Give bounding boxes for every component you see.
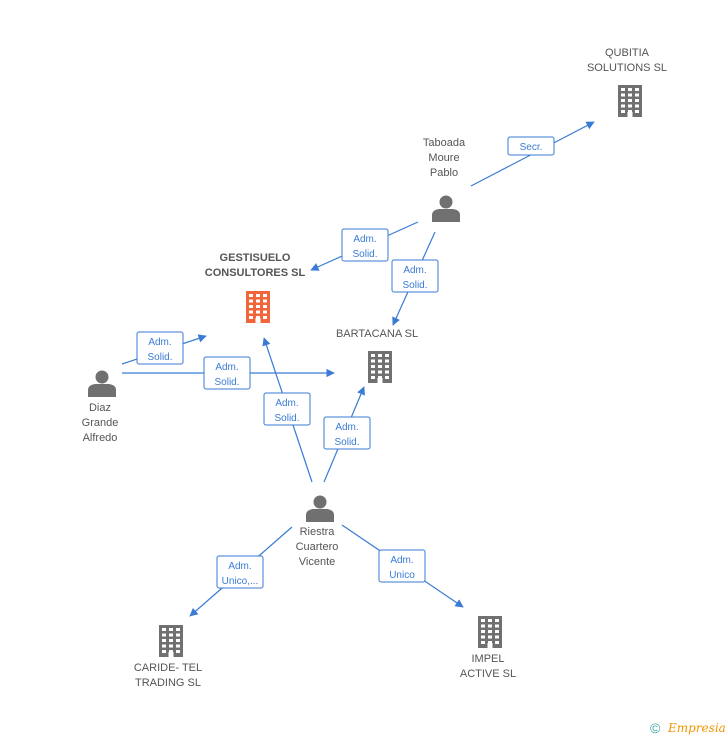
person-icon	[88, 370, 116, 397]
edge-label-text: Adm.	[148, 337, 171, 348]
edge-label-box	[341, 228, 389, 262]
edge-label-diaz-gestisuelo[interactable]: Adm. Solid.	[136, 331, 184, 365]
brand-name: Empresia	[667, 721, 726, 735]
node-qubitia[interactable]: QUBITIA SOLUTIONS SL	[587, 47, 667, 117]
person-icon	[306, 495, 334, 522]
edge-label-text: Adm.	[390, 555, 413, 566]
edge-label-text: Unico,...	[222, 576, 259, 587]
building-icon	[246, 291, 270, 323]
building-icon	[618, 85, 642, 117]
node-label: BARTACANA SL	[336, 328, 418, 340]
building-icon	[368, 351, 392, 383]
edge-label-taboada-qubitia[interactable]: Secr.	[507, 136, 555, 156]
edge-label-text: Solid.	[402, 280, 427, 291]
node-label: Alfredo	[83, 432, 118, 444]
building-icon	[159, 625, 183, 657]
node-label: Diaz	[89, 402, 111, 414]
edge-label-text: Solid.	[352, 249, 377, 260]
edge-label-box	[216, 555, 264, 589]
edge-label-text: Solid.	[334, 437, 359, 448]
edge-label-text: Solid.	[147, 352, 172, 363]
node-label: ACTIVE SL	[460, 668, 516, 680]
edge-label-box	[507, 136, 555, 156]
node-label: QUBITIA	[605, 47, 650, 59]
edge-label-box	[323, 416, 371, 450]
person-icon	[432, 195, 460, 222]
node-gestisuelo[interactable]: GESTISUELO CONSULTORES SL	[205, 252, 306, 323]
node-label: Taboada	[423, 137, 466, 149]
edge-label-text: Adm.	[228, 561, 251, 572]
node-impel[interactable]: IMPEL ACTIVE SL	[460, 616, 516, 680]
edge-label-box	[391, 259, 439, 293]
footer-brand: © Empresia	[650, 720, 726, 736]
node-caride[interactable]: CARIDE- TEL TRADING SL	[134, 625, 202, 689]
edge-label-box	[263, 392, 311, 426]
node-label: CONSULTORES SL	[205, 267, 306, 279]
edge-label-text: Solid.	[214, 377, 239, 388]
edge-label-box	[136, 331, 184, 365]
edge-label-diaz-bartacana[interactable]: Adm. Solid.	[203, 356, 251, 390]
edge-label-text: Adm.	[335, 422, 358, 433]
edge-label-taboada-bartacana[interactable]: Adm. Solid.	[391, 259, 439, 293]
edge-label-riestra-bartacana[interactable]: Adm. Solid.	[323, 416, 371, 450]
node-label: IMPEL	[471, 653, 504, 665]
edge-label-text: Unico	[389, 570, 415, 581]
building-icon	[478, 616, 502, 648]
edge-label-text: Adm.	[275, 398, 298, 409]
node-label: Moure	[428, 152, 459, 164]
edge-label-box	[378, 549, 426, 583]
edge-label-taboada-gestisuelo[interactable]: Adm. Solid.	[341, 228, 389, 262]
edge-label-riestra-gestisuelo[interactable]: Adm. Solid.	[263, 392, 311, 426]
edge-label-text: Adm.	[353, 234, 376, 245]
edge-label-text: Adm.	[215, 362, 238, 373]
edge-label-text: Secr.	[520, 142, 543, 153]
edge-label-box	[203, 356, 251, 390]
edge-label-text: Adm.	[403, 265, 426, 276]
node-bartacana[interactable]: BARTACANA SL	[336, 328, 418, 383]
node-label: GESTISUELO	[220, 252, 291, 264]
node-label: Grande	[82, 417, 119, 429]
node-label: CARIDE- TEL	[134, 662, 202, 674]
edge-label-riestra-impel[interactable]: Adm. Unico	[378, 549, 426, 583]
node-label: TRADING SL	[135, 677, 201, 689]
edge-label-text: Solid.	[274, 413, 299, 424]
node-label: Riestra	[300, 526, 336, 538]
node-label: Vicente	[299, 556, 336, 568]
node-label: SOLUTIONS SL	[587, 62, 667, 74]
copyright-icon: ©	[650, 720, 661, 736]
node-label: Pablo	[430, 167, 458, 179]
edge-label-riestra-caride[interactable]: Adm. Unico,...	[216, 555, 264, 589]
node-label: Cuartero	[296, 541, 339, 553]
